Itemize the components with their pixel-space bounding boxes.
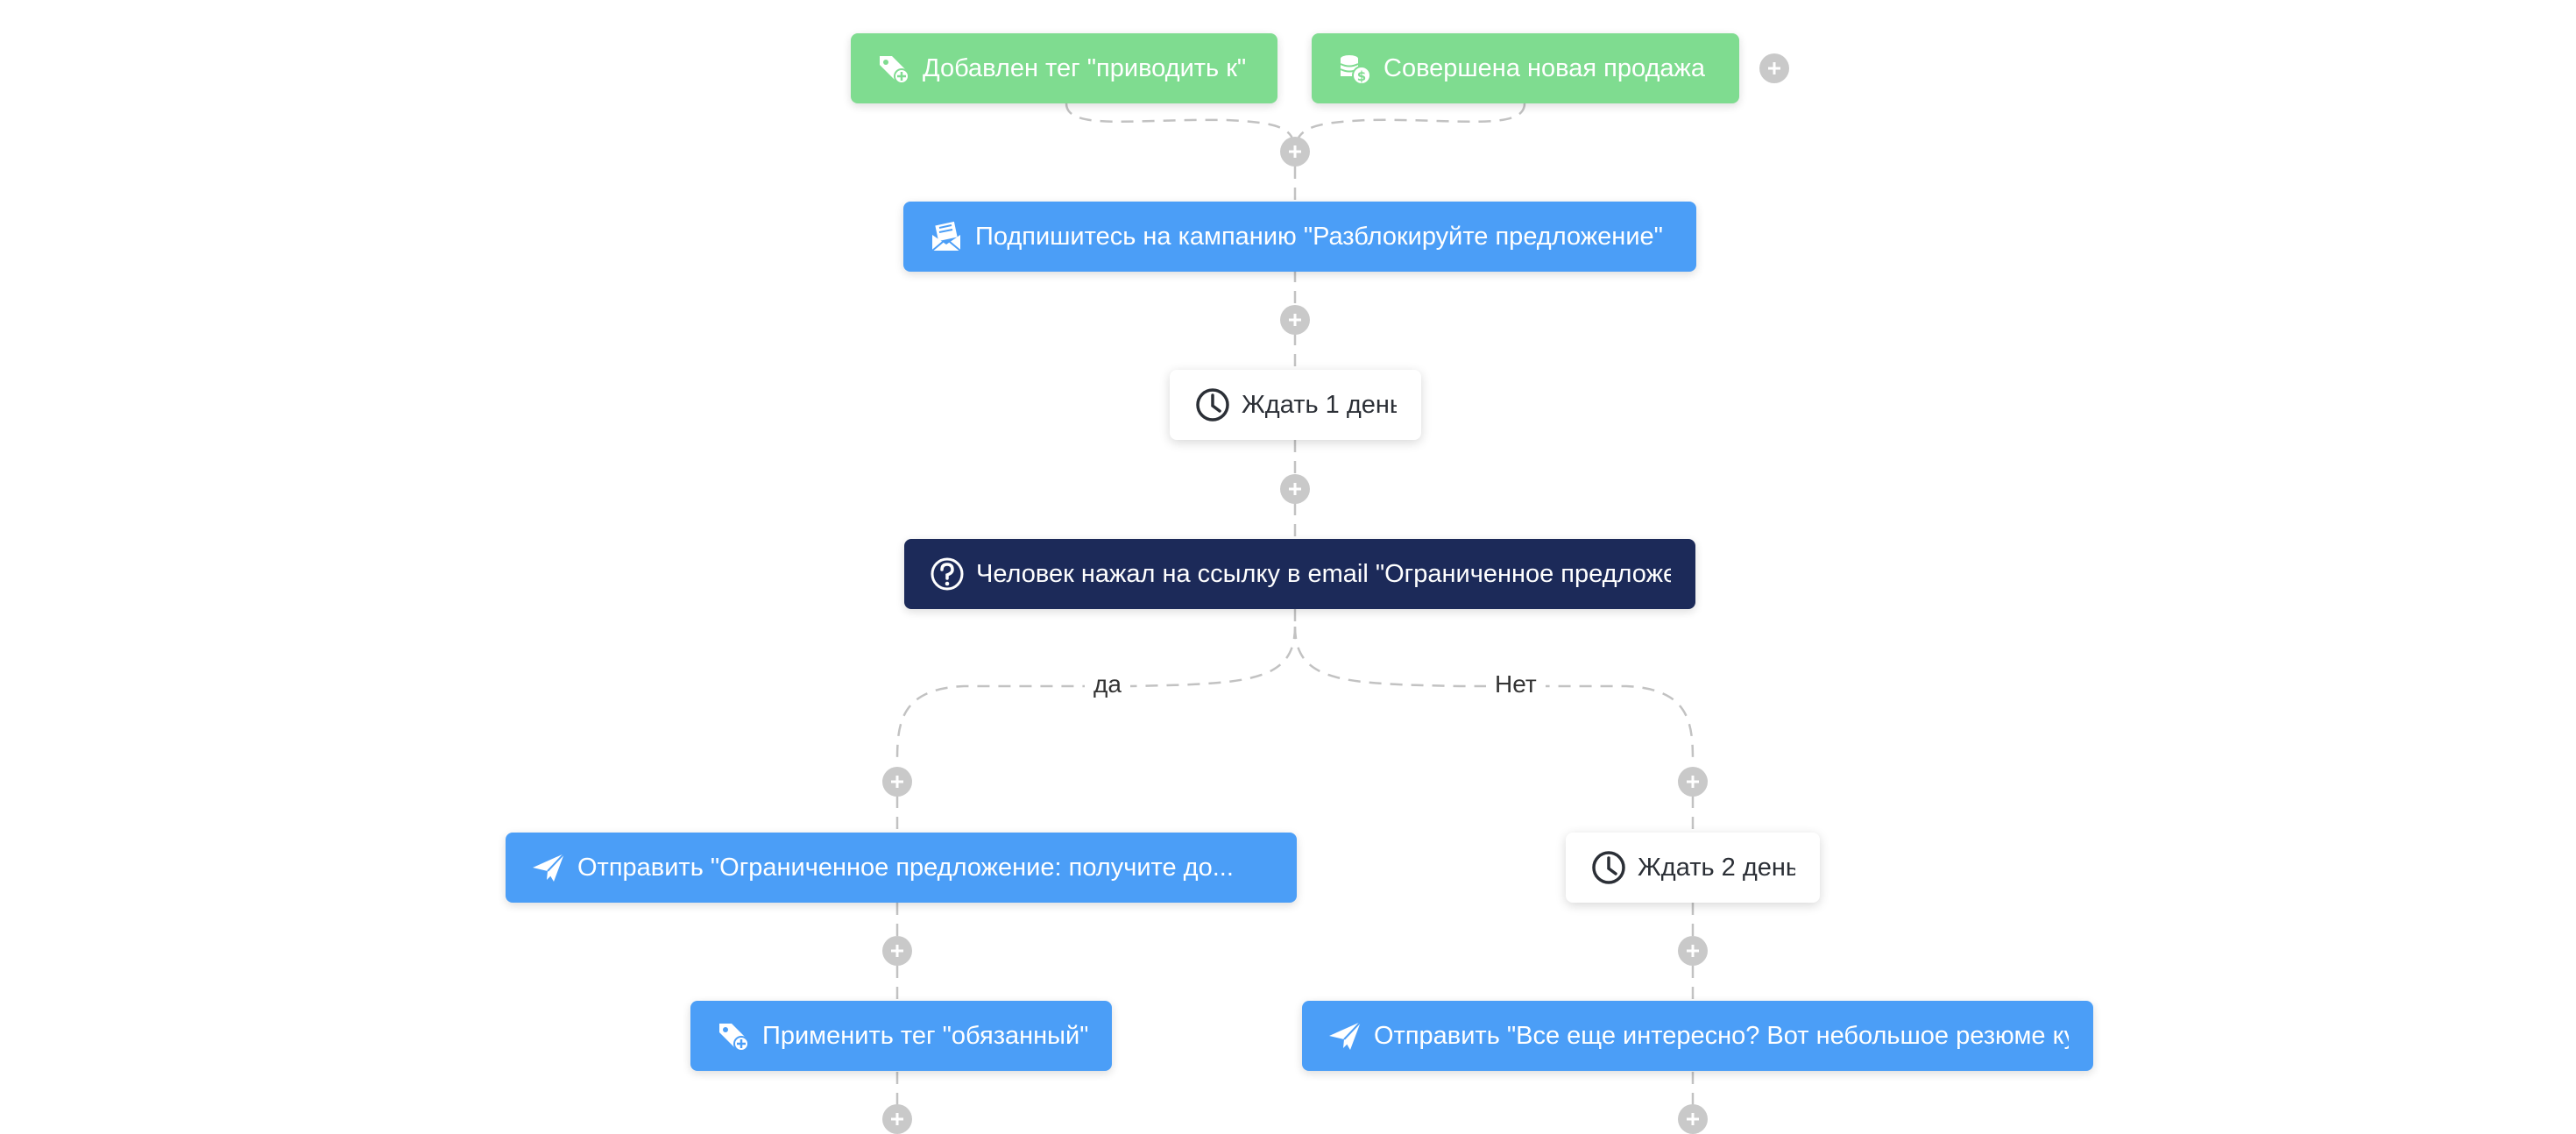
step-label: Подпишитесь на кампанию "Разблокируйте п… bbox=[975, 222, 1663, 251]
step-label: Ждать 2 день bbox=[1638, 853, 1795, 882]
step-wait-2-day[interactable]: Ждать 2 день bbox=[1566, 833, 1820, 903]
question-circle-icon bbox=[929, 556, 966, 592]
add-step-button-yes[interactable] bbox=[882, 1104, 912, 1134]
step-label: Человек нажал на ссылку в email "Огранич… bbox=[976, 559, 1671, 588]
step-send-email-limited-offer[interactable]: Отправить "Ограниченное предложение: пол… bbox=[506, 833, 1297, 903]
clock-icon bbox=[1590, 849, 1627, 886]
plus-icon bbox=[1687, 945, 1699, 957]
trigger-label: Совершена новая продажа bbox=[1384, 53, 1706, 82]
svg-text:$: $ bbox=[1357, 68, 1366, 84]
branch-label-yes: да bbox=[1085, 670, 1130, 698]
add-step-button-no[interactable] bbox=[1678, 936, 1708, 966]
trigger-new-sale[interactable]: $ Совершена новая продажа bbox=[1312, 33, 1739, 103]
add-trigger-button[interactable] bbox=[1759, 53, 1789, 83]
plus-icon bbox=[891, 1113, 903, 1125]
step-label: Отправить "Ограниченное предложение: пол… bbox=[577, 853, 1234, 882]
envelope-letter-icon bbox=[928, 218, 965, 255]
add-step-button-yes[interactable] bbox=[882, 936, 912, 966]
step-send-email-course-summary[interactable]: Отправить "Все еще интересно? Вот неболь… bbox=[1302, 1001, 2093, 1071]
plus-icon bbox=[1289, 145, 1301, 158]
coins-dollar-icon: $ bbox=[1336, 50, 1373, 87]
paper-plane-icon bbox=[530, 849, 567, 886]
step-label: Отправить "Все еще интересно? Вот неболь… bbox=[1374, 1021, 2069, 1050]
add-step-button[interactable] bbox=[1280, 305, 1310, 335]
step-subscribe-campaign[interactable]: Подпишитесь на кампанию "Разблокируйте п… bbox=[903, 202, 1696, 272]
tag-plus-icon bbox=[715, 1017, 752, 1054]
step-apply-tag[interactable]: Применить тег "обязанный" bbox=[690, 1001, 1112, 1071]
add-step-button-yes[interactable] bbox=[882, 767, 912, 797]
add-step-button[interactable] bbox=[1280, 474, 1310, 504]
plus-icon bbox=[1687, 1113, 1699, 1125]
step-condition-link-clicked[interactable]: Человек нажал на ссылку в email "Огранич… bbox=[904, 539, 1695, 609]
plus-icon bbox=[1687, 776, 1699, 788]
connector-branch-no bbox=[1293, 626, 1695, 766]
step-label: Ждать 1 день bbox=[1242, 390, 1397, 419]
trigger-label: Добавлен тег "приводить к" bbox=[923, 53, 1247, 82]
plus-icon bbox=[891, 945, 903, 957]
connector-trigger-2 bbox=[1293, 103, 1526, 153]
add-step-button[interactable] bbox=[1280, 137, 1310, 167]
plus-icon bbox=[1289, 483, 1301, 495]
paper-plane-icon bbox=[1327, 1017, 1363, 1054]
plus-icon bbox=[1289, 314, 1301, 326]
step-wait-1-day[interactable]: Ждать 1 день bbox=[1170, 370, 1421, 440]
plus-icon bbox=[1768, 62, 1780, 74]
connector-trigger-1 bbox=[1065, 103, 1297, 153]
trigger-tag-added[interactable]: Добавлен тег "приводить к" bbox=[851, 33, 1277, 103]
step-label: Применить тег "обязанный" bbox=[762, 1021, 1087, 1050]
connector-branch-yes bbox=[895, 626, 1297, 766]
clock-icon bbox=[1194, 386, 1231, 423]
plus-icon bbox=[891, 776, 903, 788]
add-step-button-no[interactable] bbox=[1678, 1104, 1708, 1134]
branch-label-no: Нет bbox=[1486, 670, 1546, 698]
tag-plus-icon bbox=[875, 50, 912, 87]
add-step-button-no[interactable] bbox=[1678, 767, 1708, 797]
